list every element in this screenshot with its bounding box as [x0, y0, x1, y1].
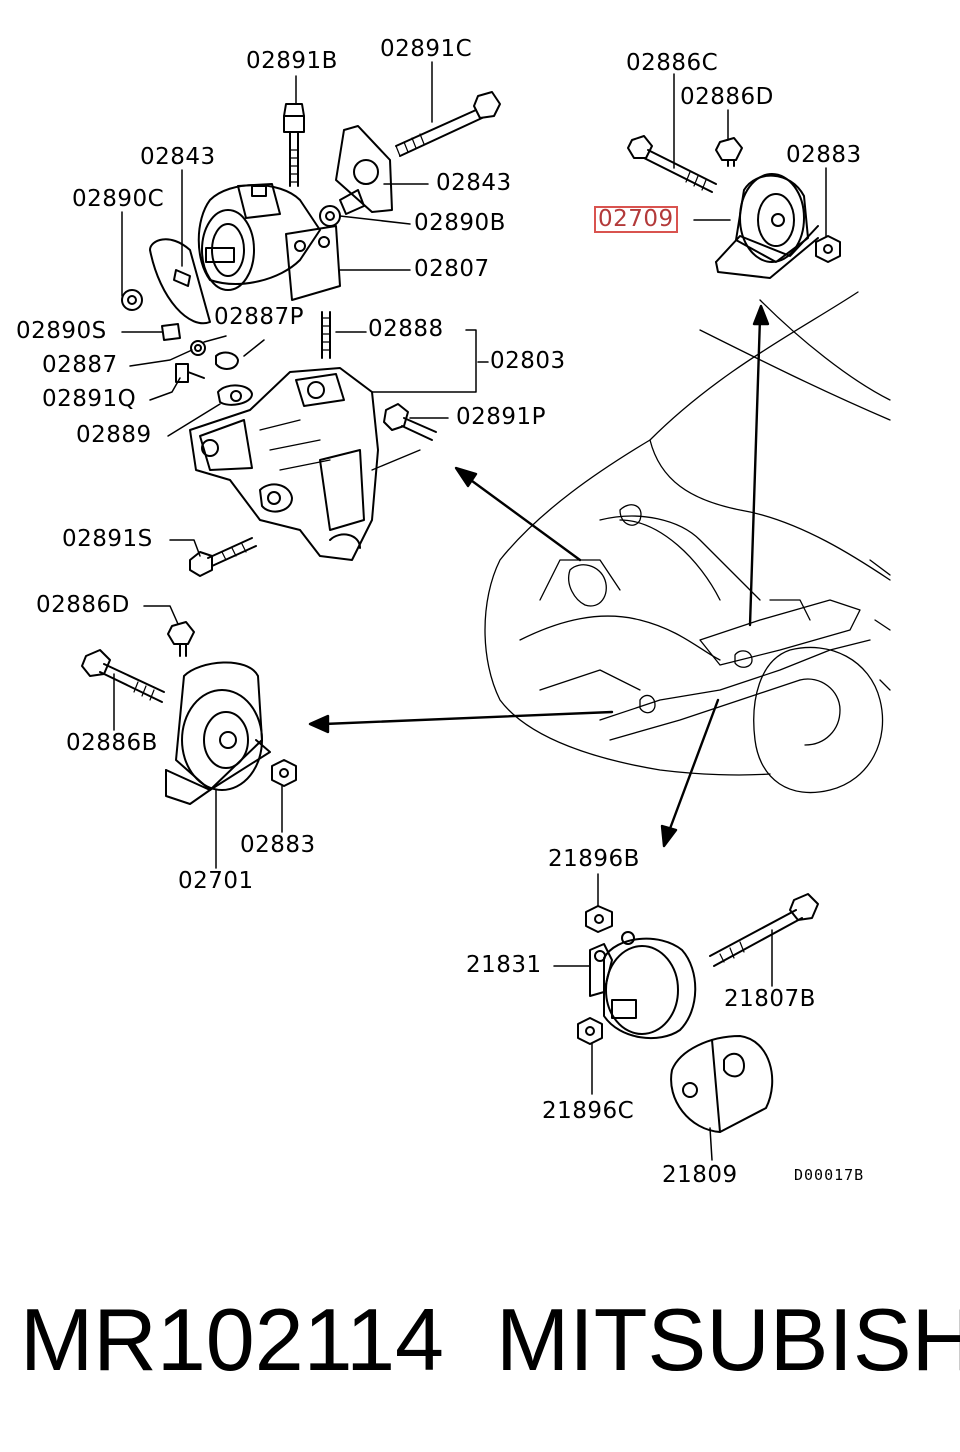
small-fasteners-left	[121, 289, 331, 406]
callout-02886B[interactable]: 02886B	[66, 730, 158, 756]
callout-02890C[interactable]: 02890C	[72, 186, 165, 212]
upper-right-mount-assembly	[627, 135, 841, 279]
lower-right-mount-assembly	[577, 893, 819, 1133]
callout-21896C[interactable]: 21896C	[542, 1098, 635, 1124]
callout-02887[interactable]: 02887	[42, 352, 118, 378]
left-mount-assembly	[81, 621, 297, 805]
pointer-arrows	[308, 304, 770, 848]
part-number: MR102114	[20, 1290, 444, 1389]
callout-02843-left[interactable]: 02843	[140, 144, 216, 170]
diagram-code: D00017B	[794, 1166, 865, 1184]
leader-lines	[113, 61, 827, 1161]
callout-02883-left[interactable]: 02883	[240, 832, 316, 858]
callout-21809[interactable]: 21809	[662, 1162, 738, 1188]
engine-mount-exploded-diagram	[81, 61, 891, 1161]
callout-02888[interactable]: 02888	[368, 316, 444, 342]
callout-02886D-left[interactable]: 02886D	[36, 592, 130, 618]
callout-02890S[interactable]: 02890S	[16, 318, 107, 344]
callout-02803[interactable]: 02803	[490, 348, 566, 374]
upper-mount-assembly	[149, 91, 501, 325]
callout-02709-highlighted[interactable]: 02709	[594, 206, 678, 233]
callout-02891Q[interactable]: 02891Q	[42, 386, 137, 412]
callout-02889[interactable]: 02889	[76, 422, 152, 448]
callout-21807B[interactable]: 21807B	[724, 986, 816, 1012]
callout-02843-right[interactable]: 02843	[436, 170, 512, 196]
callout-02887P[interactable]: 02887P	[214, 304, 305, 330]
callout-02883-right[interactable]: 02883	[786, 142, 862, 168]
callout-21831[interactable]: 21831	[466, 952, 542, 978]
callout-02886C[interactable]: 02886C	[626, 50, 719, 76]
callout-02891B[interactable]: 02891B	[246, 48, 338, 74]
callout-02807[interactable]: 02807	[414, 256, 490, 282]
engine-bracket-02803	[189, 367, 437, 577]
callout-21896B[interactable]: 21896B	[548, 846, 640, 872]
callout-02891S[interactable]: 02891S	[62, 526, 153, 552]
callout-02886D-right[interactable]: 02886D	[680, 84, 774, 110]
vehicle-front-outline	[484, 291, 891, 794]
callout-02890B[interactable]: 02890B	[414, 210, 506, 236]
brand-name: MITSUBISHI	[496, 1290, 960, 1389]
callout-02891P[interactable]: 02891P	[456, 404, 547, 430]
callout-02701[interactable]: 02701	[178, 868, 254, 894]
callout-02891C[interactable]: 02891C	[380, 36, 473, 62]
